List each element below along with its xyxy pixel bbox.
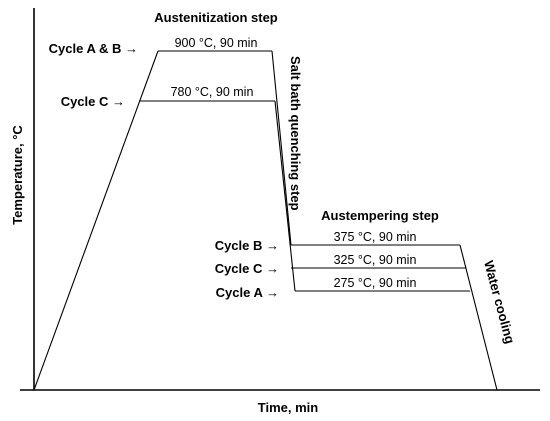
- water-cooling-label: Water cooling: [481, 259, 518, 345]
- condition-325: 325 °C, 90 min: [334, 253, 417, 267]
- condition-900: 900 °C, 90 min: [175, 36, 258, 50]
- condition-780: 780 °C, 90 min: [171, 85, 254, 99]
- cycle-ab-label: Cycle A & B →: [49, 41, 138, 56]
- quench-line-b: [274, 100, 296, 292]
- quench-line-a: [271, 50, 292, 246]
- condition-375: 375 °C, 90 min: [334, 230, 417, 244]
- austempering-step-label: Austempering step: [321, 208, 439, 223]
- condition-275: 275 °C, 90 min: [334, 276, 417, 290]
- cycle-a-label: Cycle A →: [216, 285, 279, 300]
- quenching-step-label: Salt bath quenching step: [288, 56, 303, 211]
- cycle-b-label: Cycle B →: [215, 238, 279, 253]
- cycle-c-austenitization-label: Cycle C →: [61, 94, 125, 109]
- x-axis-label: Time, min: [258, 400, 319, 415]
- heating-ramp-900: [33, 50, 159, 391]
- y-axis-label: Temperature, °C: [10, 125, 25, 225]
- cycle-c-austempering-label: Cycle C →: [215, 261, 279, 276]
- austenitization-step-label: Austenitization step: [154, 10, 278, 25]
- water-cooling-line: [459, 244, 498, 391]
